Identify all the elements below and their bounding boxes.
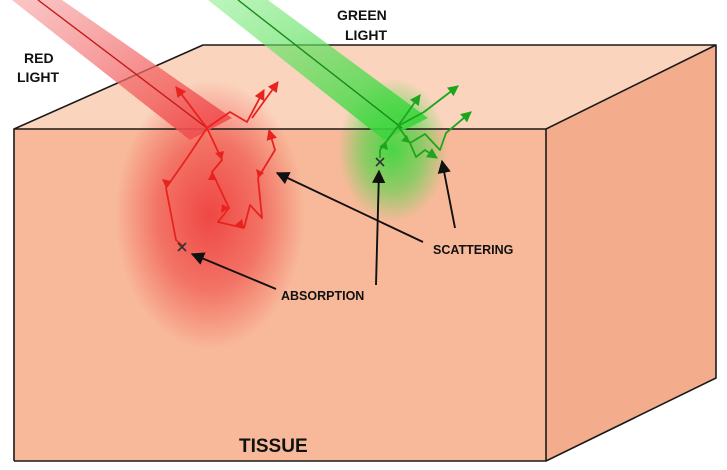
red-scatter-escape-path [206,89,265,129]
absorption-label: ABSORPTION [281,289,364,303]
green-path-arrowheads [379,135,410,150]
tissue-side-face [546,45,716,461]
green-scatter-path [409,142,438,159]
green-scatter-absorb-path [379,125,399,158]
red-scatter-escape-path [175,86,208,129]
green-scatter-escape-path [397,85,459,127]
red-light-glow [115,80,305,350]
absorption-pointer-green [372,169,386,286]
absorption-marker-green [375,157,385,167]
red-beam-ray [37,0,208,129]
scattering-pointer-green [437,159,456,229]
absorption-pointer-red [190,252,277,290]
scattering-label: SCATTERING [433,243,513,257]
red-scatter-escape-path [251,81,279,119]
red-light-label-line1: RED [24,50,54,66]
green-scatter-escape-path [397,94,421,127]
green-light-label-line2: LIGHT [345,27,387,43]
green-beam-ray [237,0,403,129]
red-path-arrowheads [162,151,264,228]
tissue-label: TISSUE [239,436,308,457]
red-light-label-line2: LIGHT [17,69,59,85]
scattering-pointer-red [275,172,424,243]
pointer-arrows [190,159,456,290]
green-light-label-line1: GREEN [337,7,387,23]
absorption-marker-red [177,242,187,252]
